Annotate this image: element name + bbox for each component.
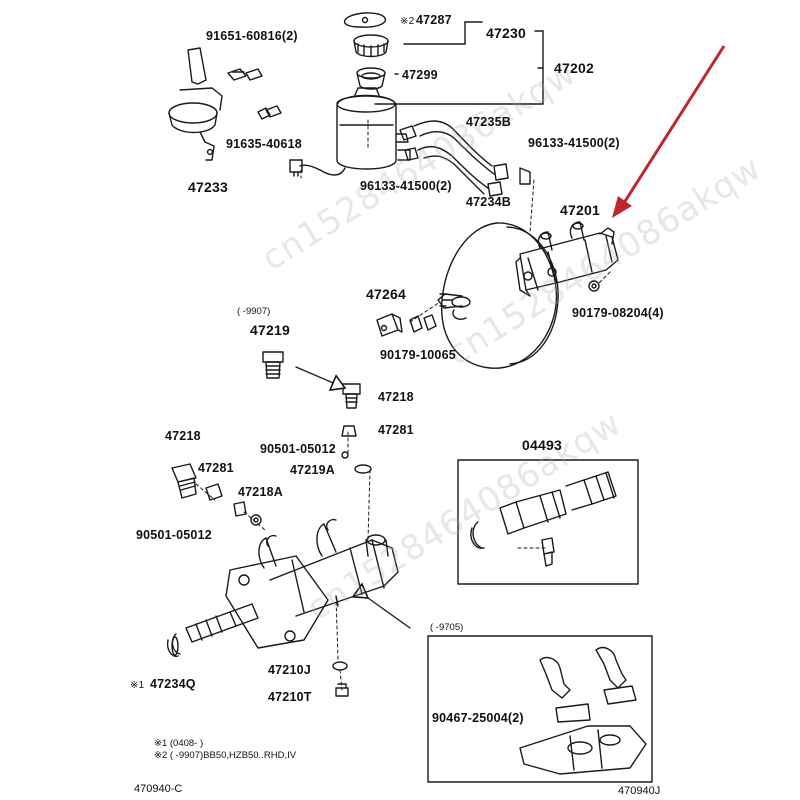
piston-stop-bolt [262, 351, 361, 437]
label-47234b: 47234B [466, 195, 511, 209]
label-47210t: 47210T [268, 690, 312, 704]
reservoir-bracket [168, 47, 282, 161]
label-47281-right: 47281 [378, 423, 414, 437]
push-rod-clevis [376, 313, 437, 337]
label-47218a: 47218A [238, 485, 283, 499]
label-47234q: 47234Q [150, 677, 196, 691]
brake-booster [437, 222, 559, 369]
label-47287-mark: ※2 [400, 16, 415, 27]
label-90501-top: 90501-05012 [260, 442, 336, 456]
label-47281-left: 47281 [198, 461, 234, 475]
figure-code-left: 470940-C [134, 783, 183, 795]
piston-assembly-lower [166, 603, 259, 657]
label-47219: 47219 [250, 322, 290, 338]
label-90501-left: 90501-05012 [136, 528, 212, 542]
hose-kit-box [427, 635, 653, 783]
label-47218-left: 47218 [165, 429, 201, 443]
label-90467: 90467-25004(2) [432, 711, 524, 725]
label-47218-right: 47218 [378, 390, 414, 404]
reservoir-cap-seal [343, 12, 387, 28]
left-plug-set [171, 451, 372, 526]
footnote-2: ※2 ( -9907)BB50,HZB50..RHD,IV [154, 750, 297, 761]
highlight-arrow [612, 45, 726, 218]
label-91635: 91635-40618 [226, 137, 302, 151]
label-47299: 47299 [402, 68, 438, 82]
assembly-arrow-lower [368, 598, 411, 629]
bracket-lines-top [374, 21, 544, 105]
label-47202: 47202 [554, 60, 594, 76]
footnote-1: ※1 (0408- ) [154, 738, 204, 749]
reservoir-strainer [356, 67, 386, 90]
label-47219a: 47219A [290, 463, 335, 477]
assembly-arrow-upper [295, 366, 345, 388]
figure-code-right: 470940J [618, 785, 661, 797]
label-47233: 47233 [188, 179, 228, 195]
outlet-plug-set [332, 661, 349, 697]
label-96133-right: 96133-41500(2) [528, 136, 620, 150]
fluid-reservoir [289, 87, 411, 177]
label-47234q-mark: ※1 [130, 680, 145, 691]
label-47235b: 47235B [466, 115, 511, 129]
label-04493: 04493 [522, 437, 562, 453]
master-cylinder-upper [515, 221, 619, 297]
label-47287: 47287 [416, 13, 452, 27]
range-9907: ( -9907) [237, 306, 271, 317]
label-91651: 91651-60816(2) [206, 29, 298, 43]
reservoir-hoses [399, 120, 531, 197]
label-96133-left: 96133-41500(2) [360, 179, 452, 193]
label-47230: 47230 [486, 25, 526, 41]
label-47201: 47201 [560, 202, 600, 218]
label-47264: 47264 [366, 286, 406, 302]
label-90179-08204: 90179-08204(4) [572, 306, 664, 320]
repair-kit-box [457, 459, 639, 585]
dashed-leaders [195, 119, 611, 691]
label-47210j: 47210J [268, 663, 311, 677]
reservoir-cap [353, 34, 389, 58]
master-cylinder-lower [225, 518, 399, 649]
range-9705: ( -9705) [430, 622, 464, 633]
label-90179-10065: 90179-10065 [380, 348, 456, 362]
